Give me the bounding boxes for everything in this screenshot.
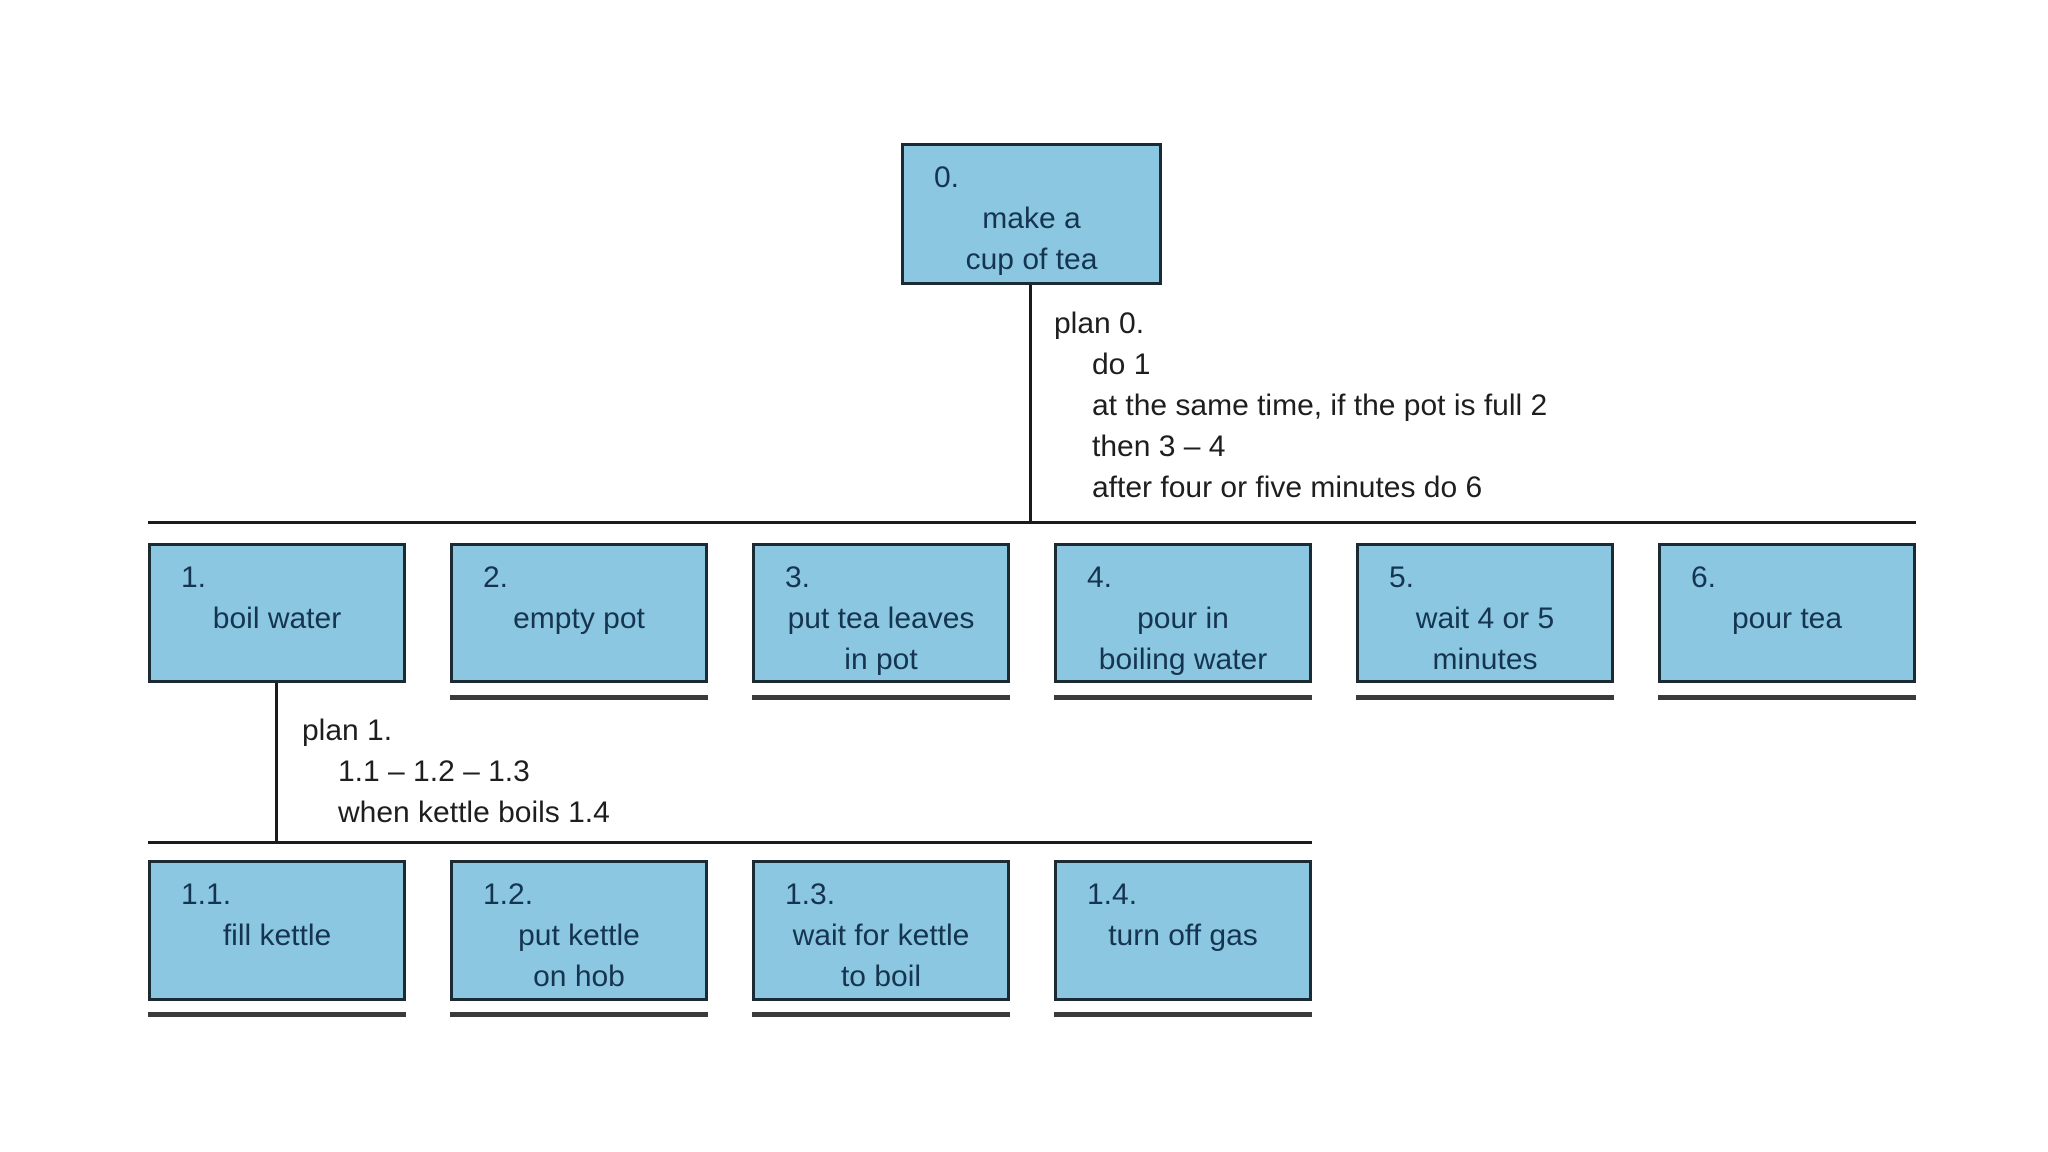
task-number: 1.1. bbox=[181, 878, 232, 911]
task-name-line: empty pot bbox=[513, 602, 645, 635]
task-name-line: boil water bbox=[212, 602, 342, 635]
task-name-line: to boil bbox=[840, 960, 922, 993]
task-box-1-3: 1.3. wait for kettle to boil bbox=[752, 860, 1010, 1001]
task-number: 1.4. bbox=[1087, 878, 1138, 911]
task-number: 4. bbox=[1087, 561, 1113, 594]
task-name-line: pour in bbox=[1137, 602, 1229, 635]
task-name-line: make a bbox=[982, 202, 1081, 235]
terminal-underline-task3 bbox=[752, 695, 1010, 700]
terminal-underline-task1-2 bbox=[450, 1012, 708, 1017]
task-number: 5. bbox=[1389, 561, 1415, 594]
task-name-line: in pot bbox=[844, 643, 918, 676]
terminal-underline-task1-1 bbox=[148, 1012, 406, 1017]
task-name-line: boiling water bbox=[1098, 643, 1268, 676]
task-name-line: turn off gas bbox=[1108, 919, 1258, 952]
task-name-line: pour tea bbox=[1731, 602, 1843, 635]
plan1-step: 1.1 – 1.2 – 1.3 bbox=[338, 755, 530, 788]
plan1-annotation: plan 1. 1.1 – 1.2 – 1.3 when kettle boil… bbox=[302, 710, 610, 833]
task-box-5: 5. wait 4 or 5 minutes bbox=[1356, 543, 1614, 683]
task-number: 2. bbox=[483, 561, 509, 594]
task-name-line: put kettle bbox=[518, 919, 640, 952]
connector-vertical-task1 bbox=[275, 683, 278, 841]
terminal-underline-task1-4 bbox=[1054, 1012, 1312, 1017]
task-name-line: minutes bbox=[1432, 643, 1538, 676]
task-box-4: 4. pour in boiling water bbox=[1054, 543, 1312, 683]
terminal-underline-task5 bbox=[1356, 695, 1614, 700]
task-number: 1. bbox=[181, 561, 207, 594]
plan0-annotation: plan 0. do 1 at the same time, if the po… bbox=[1054, 303, 1547, 508]
terminal-underline-task6 bbox=[1658, 695, 1916, 700]
task-box-2: 2. empty pot bbox=[450, 543, 708, 683]
task-name-line: wait 4 or 5 bbox=[1415, 602, 1555, 635]
task-name-line: wait for kettle bbox=[792, 919, 970, 952]
task-number: 1.3. bbox=[785, 878, 836, 911]
task-number: 3. bbox=[785, 561, 811, 594]
task-number: 1.2. bbox=[483, 878, 534, 911]
task-box-1-1: 1.1. fill kettle bbox=[148, 860, 406, 1001]
task-box-1-2: 1.2. put kettle on hob bbox=[450, 860, 708, 1001]
task-name-line: put tea leaves bbox=[787, 602, 975, 635]
task-name-line: fill kettle bbox=[222, 919, 332, 952]
terminal-underline-task4 bbox=[1054, 695, 1312, 700]
plan1-step: when kettle boils 1.4 bbox=[338, 796, 610, 829]
connector-horizontal-level1 bbox=[148, 521, 1916, 524]
plan0-step: after four or five minutes do 6 bbox=[1092, 471, 1483, 504]
terminal-underline-task2 bbox=[450, 695, 708, 700]
connector-vertical-root bbox=[1029, 285, 1032, 521]
task-box-0: 0. make a cup of tea bbox=[901, 143, 1162, 285]
plan0-step: then 3 – 4 bbox=[1092, 430, 1226, 463]
task-box-6: 6. pour tea bbox=[1658, 543, 1916, 683]
terminal-underline-task1-3 bbox=[752, 1012, 1010, 1017]
task-number: 0. bbox=[934, 161, 960, 194]
task-box-1: 1. boil water bbox=[148, 543, 406, 683]
task-box-1-4: 1.4. turn off gas bbox=[1054, 860, 1312, 1001]
plan0-step: at the same time, if the pot is full 2 bbox=[1092, 389, 1548, 422]
task-name-line: on hob bbox=[533, 960, 625, 993]
plan1-title: plan 1. bbox=[302, 714, 393, 747]
plan0-title: plan 0. bbox=[1054, 307, 1145, 340]
task-number: 6. bbox=[1691, 561, 1717, 594]
task-name-line: cup of tea bbox=[965, 243, 1098, 276]
plan0-step: do 1 bbox=[1092, 348, 1151, 381]
task-box-3: 3. put tea leaves in pot bbox=[752, 543, 1010, 683]
connector-horizontal-level2 bbox=[148, 841, 1312, 844]
